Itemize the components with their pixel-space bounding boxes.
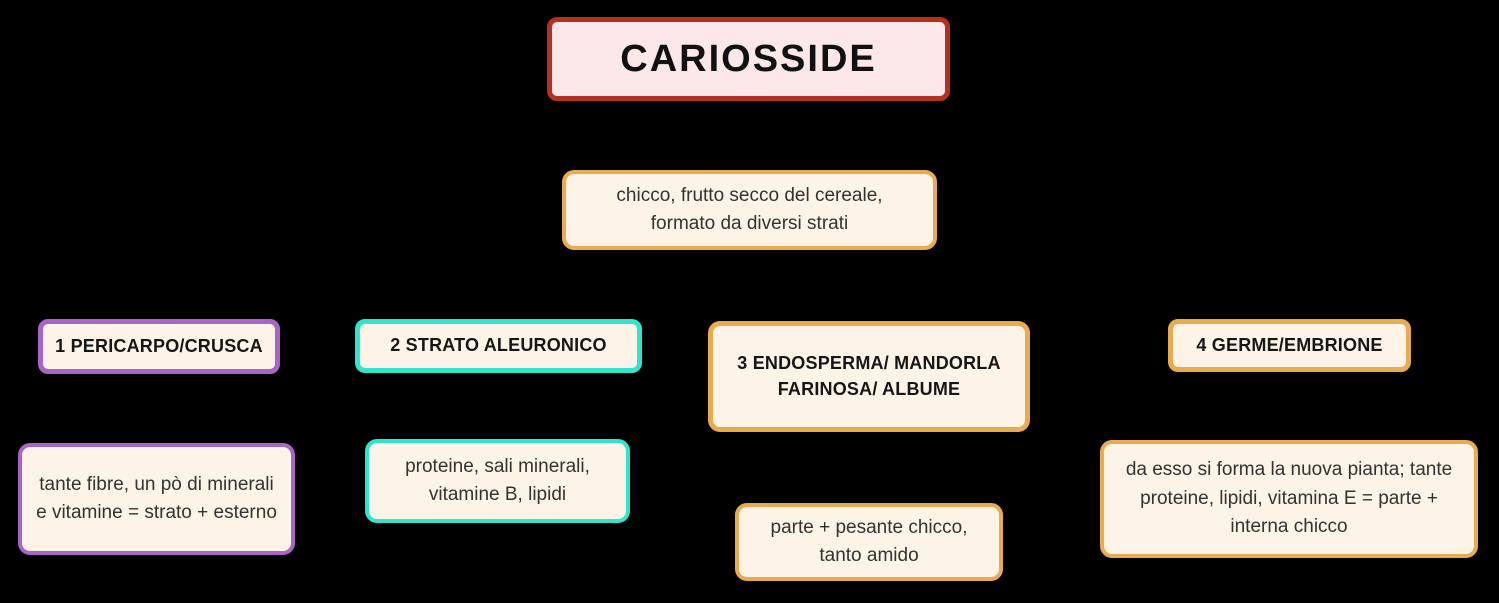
connector-branch-1-detail: [158, 372, 160, 445]
branch-4-heading-node: 4 GERME/EMBRIONE: [1168, 319, 1411, 372]
connector-branch-3: [868, 285, 870, 323]
connector-branch-1: [158, 285, 160, 321]
connector-branch-4-detail: [1288, 370, 1290, 442]
branch-4-detail-node: da esso si forma la nuova pianta; tante …: [1100, 440, 1478, 558]
branch-1-detail-node: tante fibre, un pò di minerali e vitamin…: [18, 443, 295, 555]
connector-branch-4: [1288, 285, 1290, 321]
branch-3-heading-node: 3 ENDOSPERMA/ MANDORLA FARINOSA/ ALBUME: [708, 321, 1030, 432]
branch-1-heading-node: 1 PERICARPO/CRUSCA: [38, 319, 280, 374]
connector-branch-3-detail: [868, 430, 870, 505]
connector-branch-rail: [158, 285, 1290, 287]
branch-2-detail-node: proteine, sali minerali, vitamine B, lip…: [365, 439, 630, 523]
connector-branch-2: [497, 285, 499, 321]
branch-3-detail-node: parte + pesante chicco, tanto amido: [735, 503, 1003, 581]
root-title-node: CARIOSSIDE: [547, 17, 950, 101]
branch-2-heading-node: 2 STRATO ALEURONICO: [355, 319, 642, 373]
connector-title-description: [748, 98, 750, 172]
root-description-node: chicco, frutto secco del cereale, format…: [562, 170, 937, 250]
connector-description-trunk: [748, 248, 750, 286]
connector-branch-2-detail: [497, 371, 499, 441]
